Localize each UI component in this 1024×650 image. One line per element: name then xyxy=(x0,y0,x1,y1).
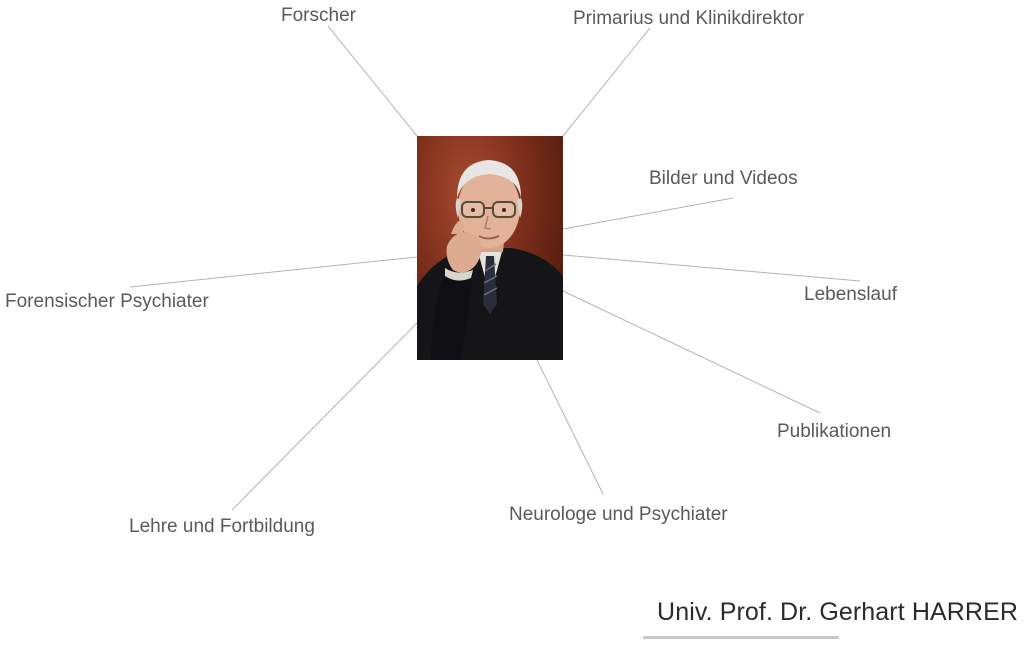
portrait-illustration xyxy=(417,160,563,360)
line-bilder xyxy=(562,197,734,230)
portrait-sleeve xyxy=(431,268,473,360)
nav-link-neurologe-psychiater[interactable]: Neurologe und Psychiater xyxy=(509,504,728,525)
nav-link-lehre-fortbildung[interactable]: Lehre und Fortbildung xyxy=(129,516,315,537)
line-neurologe xyxy=(536,359,604,495)
title-underline xyxy=(643,636,839,639)
line-publikationen xyxy=(562,290,821,414)
line-lehre xyxy=(231,322,418,511)
nav-link-bilder-videos[interactable]: Bilder und Videos xyxy=(649,168,798,189)
nav-link-publikationen[interactable]: Publikationen xyxy=(777,421,892,442)
nav-link-forensischer-psychiater[interactable]: Forensischer Psychiater xyxy=(5,291,209,312)
portrait-glasses xyxy=(461,201,516,218)
line-primarius xyxy=(562,27,651,137)
line-lebenslauf xyxy=(562,254,861,282)
portrait-hand xyxy=(446,232,482,273)
line-forscher xyxy=(327,25,418,137)
portrait-hair xyxy=(457,160,521,198)
portrait-photo xyxy=(417,136,563,360)
nav-link-primarius[interactable]: Primarius und Klinikdirektor xyxy=(573,8,805,29)
nav-link-forscher[interactable]: Forscher xyxy=(281,5,356,26)
line-forensisch xyxy=(129,256,418,288)
page-title: Univ. Prof. Dr. Gerhart HARRER xyxy=(657,598,1018,626)
nav-link-lebenslauf[interactable]: Lebenslauf xyxy=(804,284,897,305)
